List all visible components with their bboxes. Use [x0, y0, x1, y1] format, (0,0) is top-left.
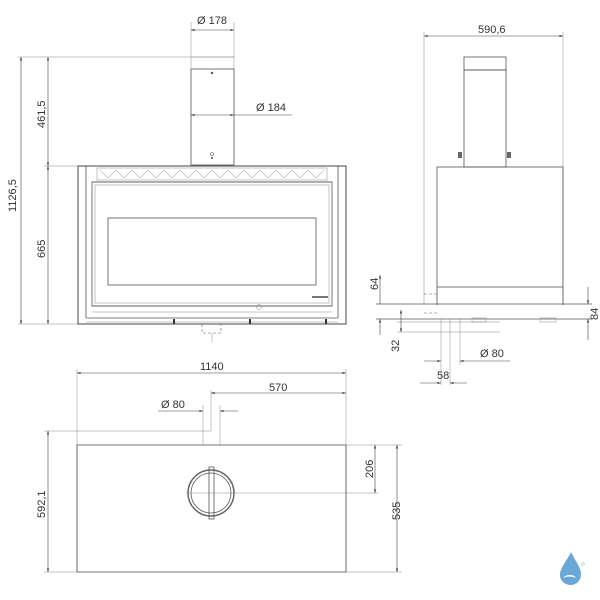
top-body	[76, 444, 347, 573]
glass-window	[107, 217, 317, 286]
flue-outer-diameter-label: Ø 178	[197, 15, 227, 27]
top-air-inlet-diameter-label: Ø 80	[161, 399, 185, 411]
flue-height-label: 461,5	[36, 100, 48, 128]
side-view	[376, 32, 592, 385]
overall-depth-label: 592,1	[36, 490, 48, 518]
flue-inner-diameter-label: Ø 184	[256, 102, 286, 114]
air-inlet-offset-label: 58	[437, 370, 450, 382]
side-body	[436, 166, 564, 288]
base-offset-label: 64	[369, 277, 381, 290]
flue-pipe	[190, 68, 235, 166]
body-height-label: 665	[36, 239, 48, 258]
half-width-label: 570	[269, 382, 288, 394]
body-depth-label: 535	[391, 501, 403, 520]
fireplace-body	[77, 165, 347, 325]
side-air-inlet-diameter-label: Ø 80	[480, 348, 504, 360]
flue-center-offset-label: 206	[364, 459, 376, 478]
water-drop-logo-icon	[560, 552, 585, 585]
air-inlet-height-label: 32	[390, 339, 402, 352]
top-view	[44, 369, 402, 573]
front-view	[18, 22, 347, 342]
width-label: 1140	[200, 361, 224, 373]
depth-label: 590,6	[478, 24, 506, 36]
total-height-label: 1126,5	[7, 179, 19, 212]
base-height-label: 84	[589, 307, 600, 320]
